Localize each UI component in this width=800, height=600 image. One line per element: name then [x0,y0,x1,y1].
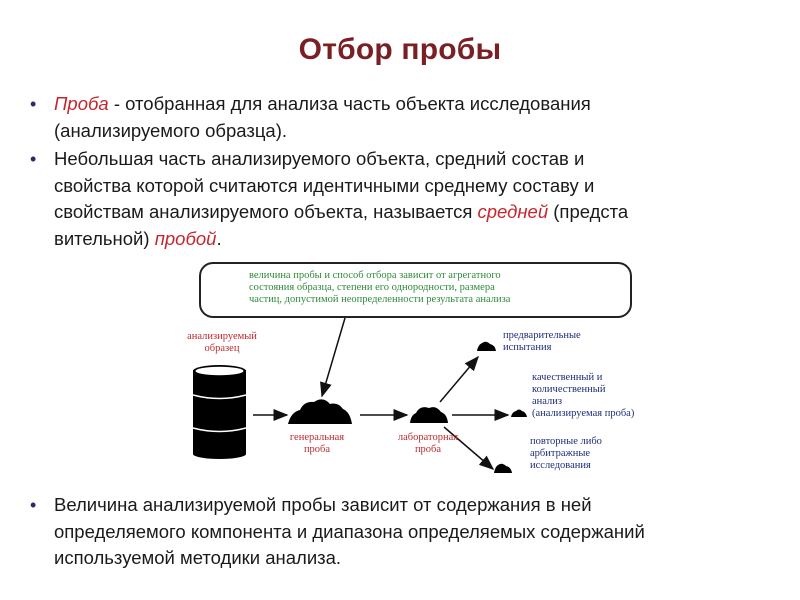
barrel-icon [193,365,246,459]
bullet-sample-definition: • Проба - отобранная для анализа часть о… [30,91,775,144]
preliminary-pile-icon [477,342,496,351]
bullet-line: свойствам анализируемого объекта, называ… [54,199,775,226]
bullet-text: вительной) [54,228,155,249]
bullet-line: Небольшая часть анализируемого объекта, … [54,146,775,173]
analyzed-sample-label: анализируемый образец [176,331,268,355]
arrow-lab-to-preliminary [440,357,478,402]
bullet-line: вительной) пробой. [54,226,775,253]
label-line: арбитражные [530,448,602,460]
label-line: испытания [503,342,581,354]
term-sample: Проба [54,93,109,114]
repeat-studies-label: повторные либо арбитражные исследования [530,436,602,472]
label-line: анализ [532,396,634,408]
term-average: средней [478,201,549,222]
label-line: (анализируемая проба) [532,408,634,420]
label-line: предварительные [503,330,581,342]
general-sample-label: генеральная проба [276,432,358,456]
bullet-text: (предста [548,201,628,222]
bullet-line: используемой методики анализа. [54,545,775,572]
bottom-bullet-list: • Величина анализируемой пробы зависит о… [30,492,775,574]
note-line: частиц, допустимой неопределенности резу… [249,294,620,306]
label-line: проба [276,444,358,456]
note-line: состояния образца, степени его однородно… [249,282,620,294]
bullet-dot-icon: • [30,146,36,173]
label-line: повторные либо [530,436,602,448]
qual-quant-analysis-label: качественный и количественный анализ (ан… [532,372,634,420]
label-line: количественный [532,384,634,396]
bullet-line: Величина анализируемой пробы зависит от … [54,492,775,519]
bullet-text: свойствам анализируемого объекта, называ… [54,201,478,222]
bullet-line: свойства которой считаются идентичными с… [54,173,775,200]
bullet-line: определяемого компонента и диапазона опр… [54,519,775,546]
sampling-conditions-note: величина пробы и способ отбора зависит о… [199,262,632,318]
lab-sample-pile-icon [410,407,448,423]
repeat-pile-icon [494,464,512,473]
top-bullet-list: • Проба - отобранная для анализа часть о… [30,91,775,254]
bullet-text: . [216,228,221,249]
label-line: качественный и [532,372,634,384]
note-line: величина пробы и способ отбора зависит о… [249,270,620,282]
bullet-line: Проба - отобранная для анализа часть объ… [54,91,775,118]
term-sample-instr: пробой [155,228,217,249]
bullet-text: - отобранная для анализа часть объекта и… [109,93,591,114]
bullet-dot-icon: • [30,91,36,118]
label-line: лабораторная [382,432,474,444]
lab-sample-label: лабораторная проба [382,432,474,456]
general-sample-pile-icon [288,399,352,424]
bullet-sample-size: • Величина анализируемой пробы зависит о… [30,492,775,572]
arrow-note-to-general [322,318,345,396]
label-line: проба [382,444,474,456]
bullet-average-sample: • Небольшая часть анализируемого объекта… [30,146,775,252]
label-line: генеральная [276,432,358,444]
label-line: образец [176,343,268,355]
bullet-dot-icon: • [30,492,36,519]
bullet-line: (анализируемого образца). [54,118,775,145]
label-line: анализируемый [176,331,268,343]
slide-title: Отбор пробы [0,33,800,67]
label-line: исследования [530,460,602,472]
preliminary-tests-label: предварительные испытания [503,330,581,354]
analysis-pile-icon [511,410,527,418]
